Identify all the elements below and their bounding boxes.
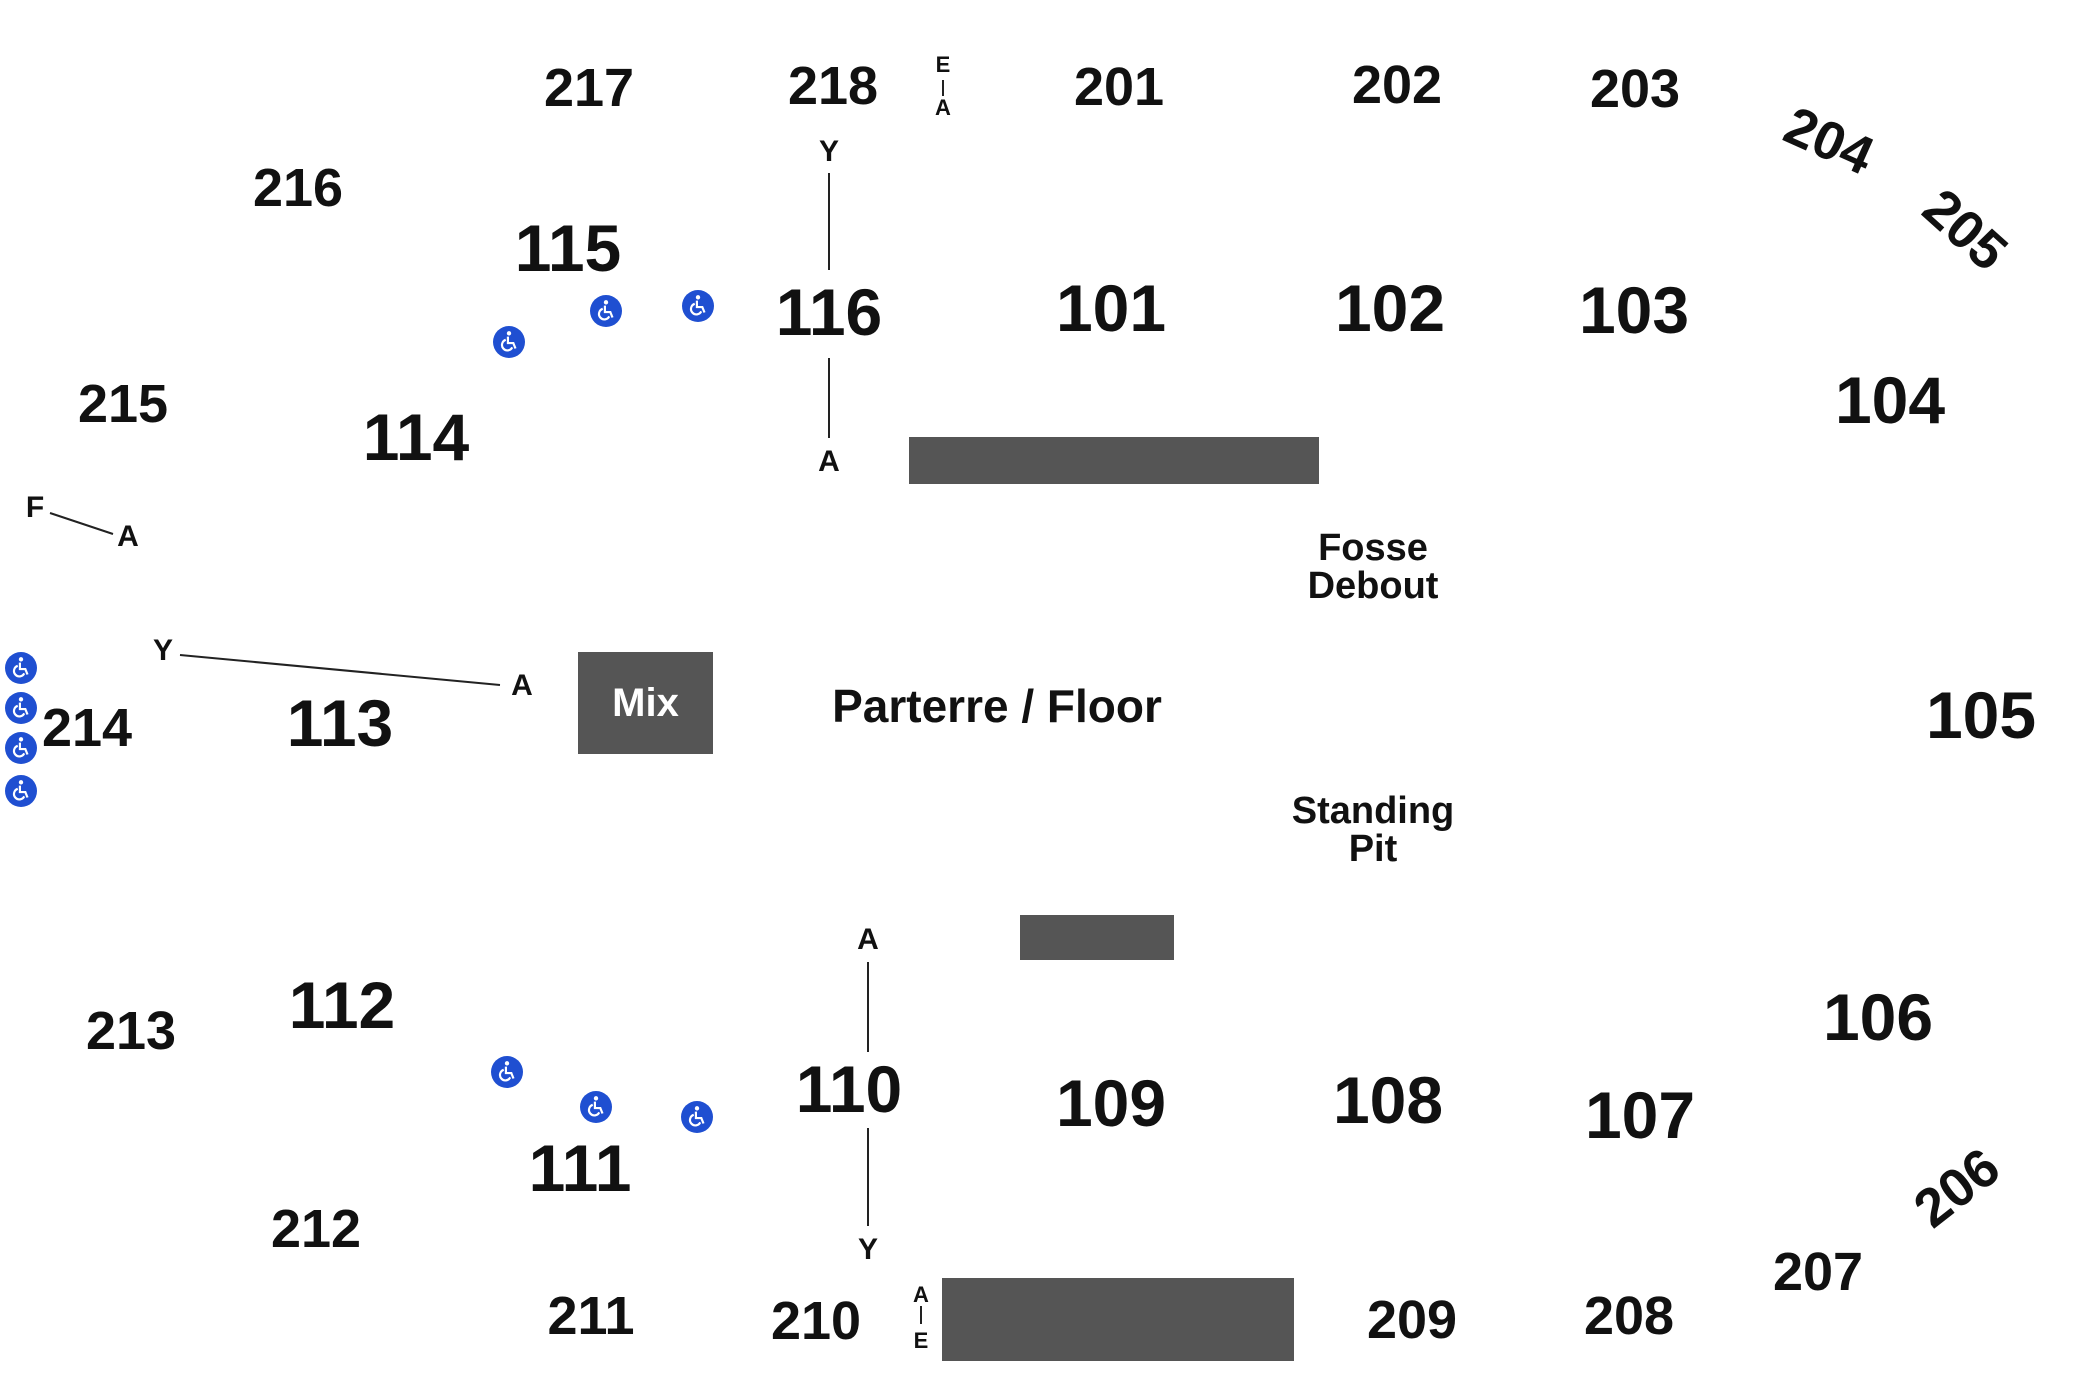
section-201[interactable]: 201	[1073, 57, 1165, 117]
row-label-215-a: A	[117, 520, 139, 553]
section-214[interactable]: 214	[41, 698, 133, 758]
wheelchair-accessible-icon[interactable]	[580, 1091, 612, 1123]
floor-label[interactable]: Parterre / Floor	[832, 680, 1162, 732]
row-label-110-y: Y	[857, 1233, 879, 1266]
section-108[interactable]: 108	[1332, 1063, 1444, 1137]
section-115[interactable]: 115	[514, 211, 622, 285]
row-label-116-y: Y	[818, 135, 840, 168]
section-210[interactable]: 210	[770, 1291, 862, 1351]
section-217[interactable]: 217	[543, 58, 635, 118]
mix-booth[interactable]: Mix	[578, 652, 713, 754]
section-103[interactable]: 103	[1578, 273, 1690, 347]
section-211[interactable]: 211	[547, 1286, 635, 1346]
section-109[interactable]: 109	[1055, 1066, 1167, 1140]
fosse-debout-line-1: Fosse	[1318, 527, 1428, 569]
section-213[interactable]: 213	[85, 1001, 177, 1061]
wheelchair-accessible-icon[interactable]	[681, 1101, 713, 1133]
section-114[interactable]: 114	[362, 400, 470, 474]
row-label-113-a: A	[511, 669, 533, 702]
section-102[interactable]: 102	[1334, 271, 1446, 345]
center-platform-block	[1020, 915, 1174, 960]
standing-pit-label[interactable]: Standing Pit	[1292, 792, 1455, 868]
section-107[interactable]: 107	[1584, 1078, 1696, 1152]
section-101[interactable]: 101	[1055, 271, 1167, 345]
section-105[interactable]: 105	[1925, 678, 2037, 752]
upper-stage-block	[909, 437, 1319, 484]
standing-pit-line-2: Pit	[1348, 828, 1398, 870]
row-label-210-a: A	[913, 1282, 929, 1307]
section-203[interactable]: 203	[1589, 59, 1681, 119]
wheelchair-accessible-icon[interactable]	[5, 692, 37, 724]
section-208[interactable]: 208	[1583, 1286, 1675, 1346]
wheelchair-accessible-icon[interactable]	[491, 1056, 523, 1088]
wheelchair-accessible-icon[interactable]	[5, 775, 37, 807]
section-112[interactable]: 112	[288, 968, 396, 1042]
row-label-210-e: E	[913, 1328, 929, 1353]
section-212[interactable]: 212	[270, 1199, 362, 1259]
wheelchair-accessible-icon[interactable]	[682, 290, 714, 322]
section-209[interactable]: 209	[1366, 1290, 1458, 1350]
standing-pit-line-1: Standing	[1291, 790, 1455, 832]
wheelchair-accessible-icon[interactable]	[590, 295, 622, 327]
section-202[interactable]: 202	[1351, 55, 1443, 115]
row-label-110-a: A	[857, 923, 879, 956]
row-label-218-e: E	[935, 52, 951, 77]
section-216[interactable]: 216	[252, 158, 344, 218]
row-label-113-y: Y	[152, 634, 174, 667]
row-label-218-a: A	[935, 95, 951, 120]
section-207[interactable]: 207	[1772, 1242, 1864, 1302]
row-label-215-f: F	[25, 491, 45, 524]
section-116[interactable]: 116	[775, 275, 883, 349]
section-110[interactable]: 110	[795, 1052, 903, 1126]
row-label-116-a: A	[818, 445, 840, 478]
lower-stage-block	[942, 1278, 1294, 1361]
wheelchair-accessible-icon[interactable]	[5, 732, 37, 764]
section-113[interactable]: 113	[286, 686, 394, 760]
fosse-debout-line-2: Debout	[1307, 565, 1439, 607]
section-215[interactable]: 215	[77, 374, 169, 434]
wheelchair-accessible-icon[interactable]	[5, 652, 37, 684]
wheelchair-accessible-icon[interactable]	[493, 326, 525, 358]
section-218[interactable]: 218	[787, 56, 879, 116]
section-111[interactable]: 111	[528, 1131, 632, 1205]
section-106[interactable]: 106	[1822, 980, 1934, 1054]
section-104[interactable]: 104	[1834, 363, 1946, 437]
fosse-debout-label[interactable]: Fosse Debout	[1308, 529, 1439, 605]
